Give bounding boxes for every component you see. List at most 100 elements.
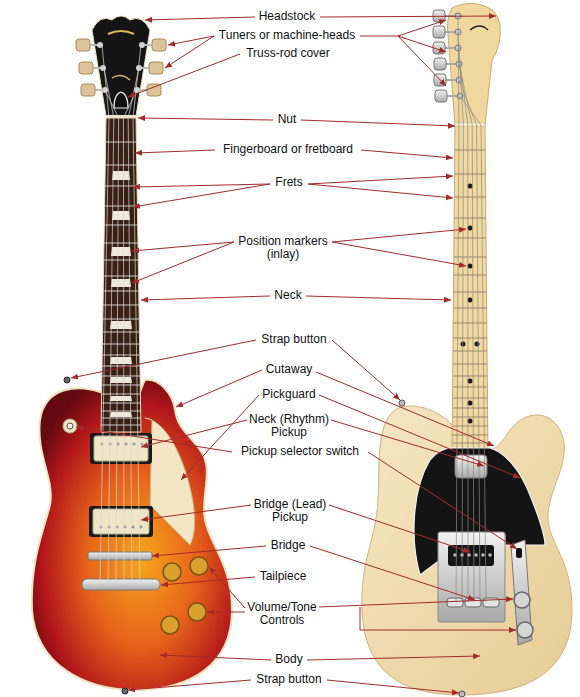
lp-tuner-buttons [76, 39, 90, 51]
part-label: Neck [258, 289, 318, 302]
lp-tuner-buttons [147, 84, 161, 96]
tele-strings [456, 125, 459, 602]
leader-lines [329, 505, 470, 552]
lp-neck-pickup [133, 443, 136, 446]
tele-knobs [514, 592, 533, 638]
lp-inlays [110, 357, 132, 364]
leader-lines [141, 505, 251, 520]
leader-lines [152, 546, 266, 556]
tele-dot-markers [468, 184, 473, 189]
part-label: Fingerboard or fretboard [203, 143, 373, 156]
tele-strings [481, 125, 486, 602]
leader-lines [332, 340, 400, 400]
lp-knobs [190, 557, 208, 575]
lp-knobs [163, 563, 181, 581]
leader-lines [138, 118, 273, 120]
lp-knobs [188, 603, 206, 621]
lp-strings [102, 45, 109, 118]
lp-inlays [112, 211, 130, 220]
tele-tuners [433, 26, 445, 38]
les-paul-guitar [32, 16, 232, 694]
lp-bridge-pickup [89, 506, 153, 537]
leader-lines [161, 577, 255, 585]
lp-bridge-pickup [89, 506, 153, 537]
tele-strings [460, 96, 481, 125]
tele-bridge-pickup [488, 553, 492, 557]
leader-lines [160, 655, 271, 660]
part-label: Neck (Rhythm) Pickup [244, 413, 334, 439]
part-label: Position markers (inlay) [233, 235, 333, 261]
telecaster-guitar [362, 4, 572, 697]
tele-bridge-pickup [453, 553, 492, 557]
lp-inlays [112, 171, 130, 180]
lp-bridge [88, 552, 152, 560]
leader-lines [316, 372, 494, 446]
lp-strings [100, 118, 109, 584]
part-label: Body [259, 653, 319, 666]
leader-lines [133, 184, 270, 207]
tele-tuners [435, 90, 447, 102]
part-label: Strap button [239, 333, 349, 346]
leader-lines [207, 612, 245, 613]
lp-bridge-pickup [100, 526, 143, 529]
lp-selector-switch [63, 419, 77, 433]
leader-lines [71, 16, 520, 693]
part-label: Tailpiece [238, 570, 328, 583]
tele-strings [458, 48, 468, 125]
leader-lines [360, 607, 516, 630]
leader-lines [133, 184, 270, 187]
lp-strap-button-bottom [122, 688, 128, 694]
tele-knobs [514, 592, 530, 608]
lp-selector-switch [67, 423, 73, 429]
lp-selector-switch [63, 419, 77, 433]
lp-tuner-buttons [152, 39, 166, 51]
lp-neck-pickup [141, 443, 144, 446]
leader-lines [331, 420, 484, 466]
part-label: Cutaway [244, 363, 334, 376]
leader-lines [128, 680, 251, 690]
lp-strings [100, 45, 141, 584]
lp-headstock [92, 16, 150, 116]
leader-lines [368, 452, 517, 549]
tele-strings [458, 32, 463, 125]
tele-dot-markers [468, 264, 473, 269]
lp-inlays [110, 412, 132, 417]
tele-strings [477, 125, 480, 602]
leader-lines [209, 567, 245, 608]
part-label: Bridge (Lead) Pickup [248, 498, 333, 524]
tele-bridge-pickup [448, 545, 494, 566]
leader-lines [181, 395, 259, 480]
lp-tuner-buttons [149, 62, 163, 74]
leader-lines [332, 229, 466, 242]
tele-strings [462, 125, 463, 602]
tele-bridge-pickup [474, 553, 478, 557]
lp-tuner-buttons [79, 62, 93, 74]
part-label: Volume/Tone Controls [240, 601, 325, 627]
tele-strings [459, 80, 477, 125]
leader-lines [135, 150, 215, 153]
part-label: Pickup selector switch [220, 445, 380, 458]
lp-fretboard [101, 118, 141, 432]
part-label: Tuners or machine-heads [202, 29, 372, 42]
lp-bridge-pickup [116, 526, 119, 529]
lp-model-mark [112, 75, 130, 80]
tele-strings [459, 64, 472, 125]
part-label: Frets [259, 176, 319, 189]
leader-lines [398, 36, 446, 86]
lp-strings [123, 118, 125, 584]
part-label: Nut [257, 113, 317, 126]
tele-tuners [434, 58, 446, 70]
lp-tuner-buttons [81, 84, 95, 96]
leader-lines [145, 17, 255, 20]
lp-inlays [111, 279, 131, 287]
tele-dot-markers [468, 226, 473, 231]
leader-lines [71, 340, 256, 378]
leader-lines [165, 36, 214, 68]
leader-lines [308, 176, 453, 184]
leader-lines [132, 242, 234, 251]
tele-strings [472, 125, 474, 602]
lp-tuner-posts [100, 65, 106, 71]
lp-strings [133, 118, 140, 584]
tele-strap-button-bottom [459, 691, 465, 697]
